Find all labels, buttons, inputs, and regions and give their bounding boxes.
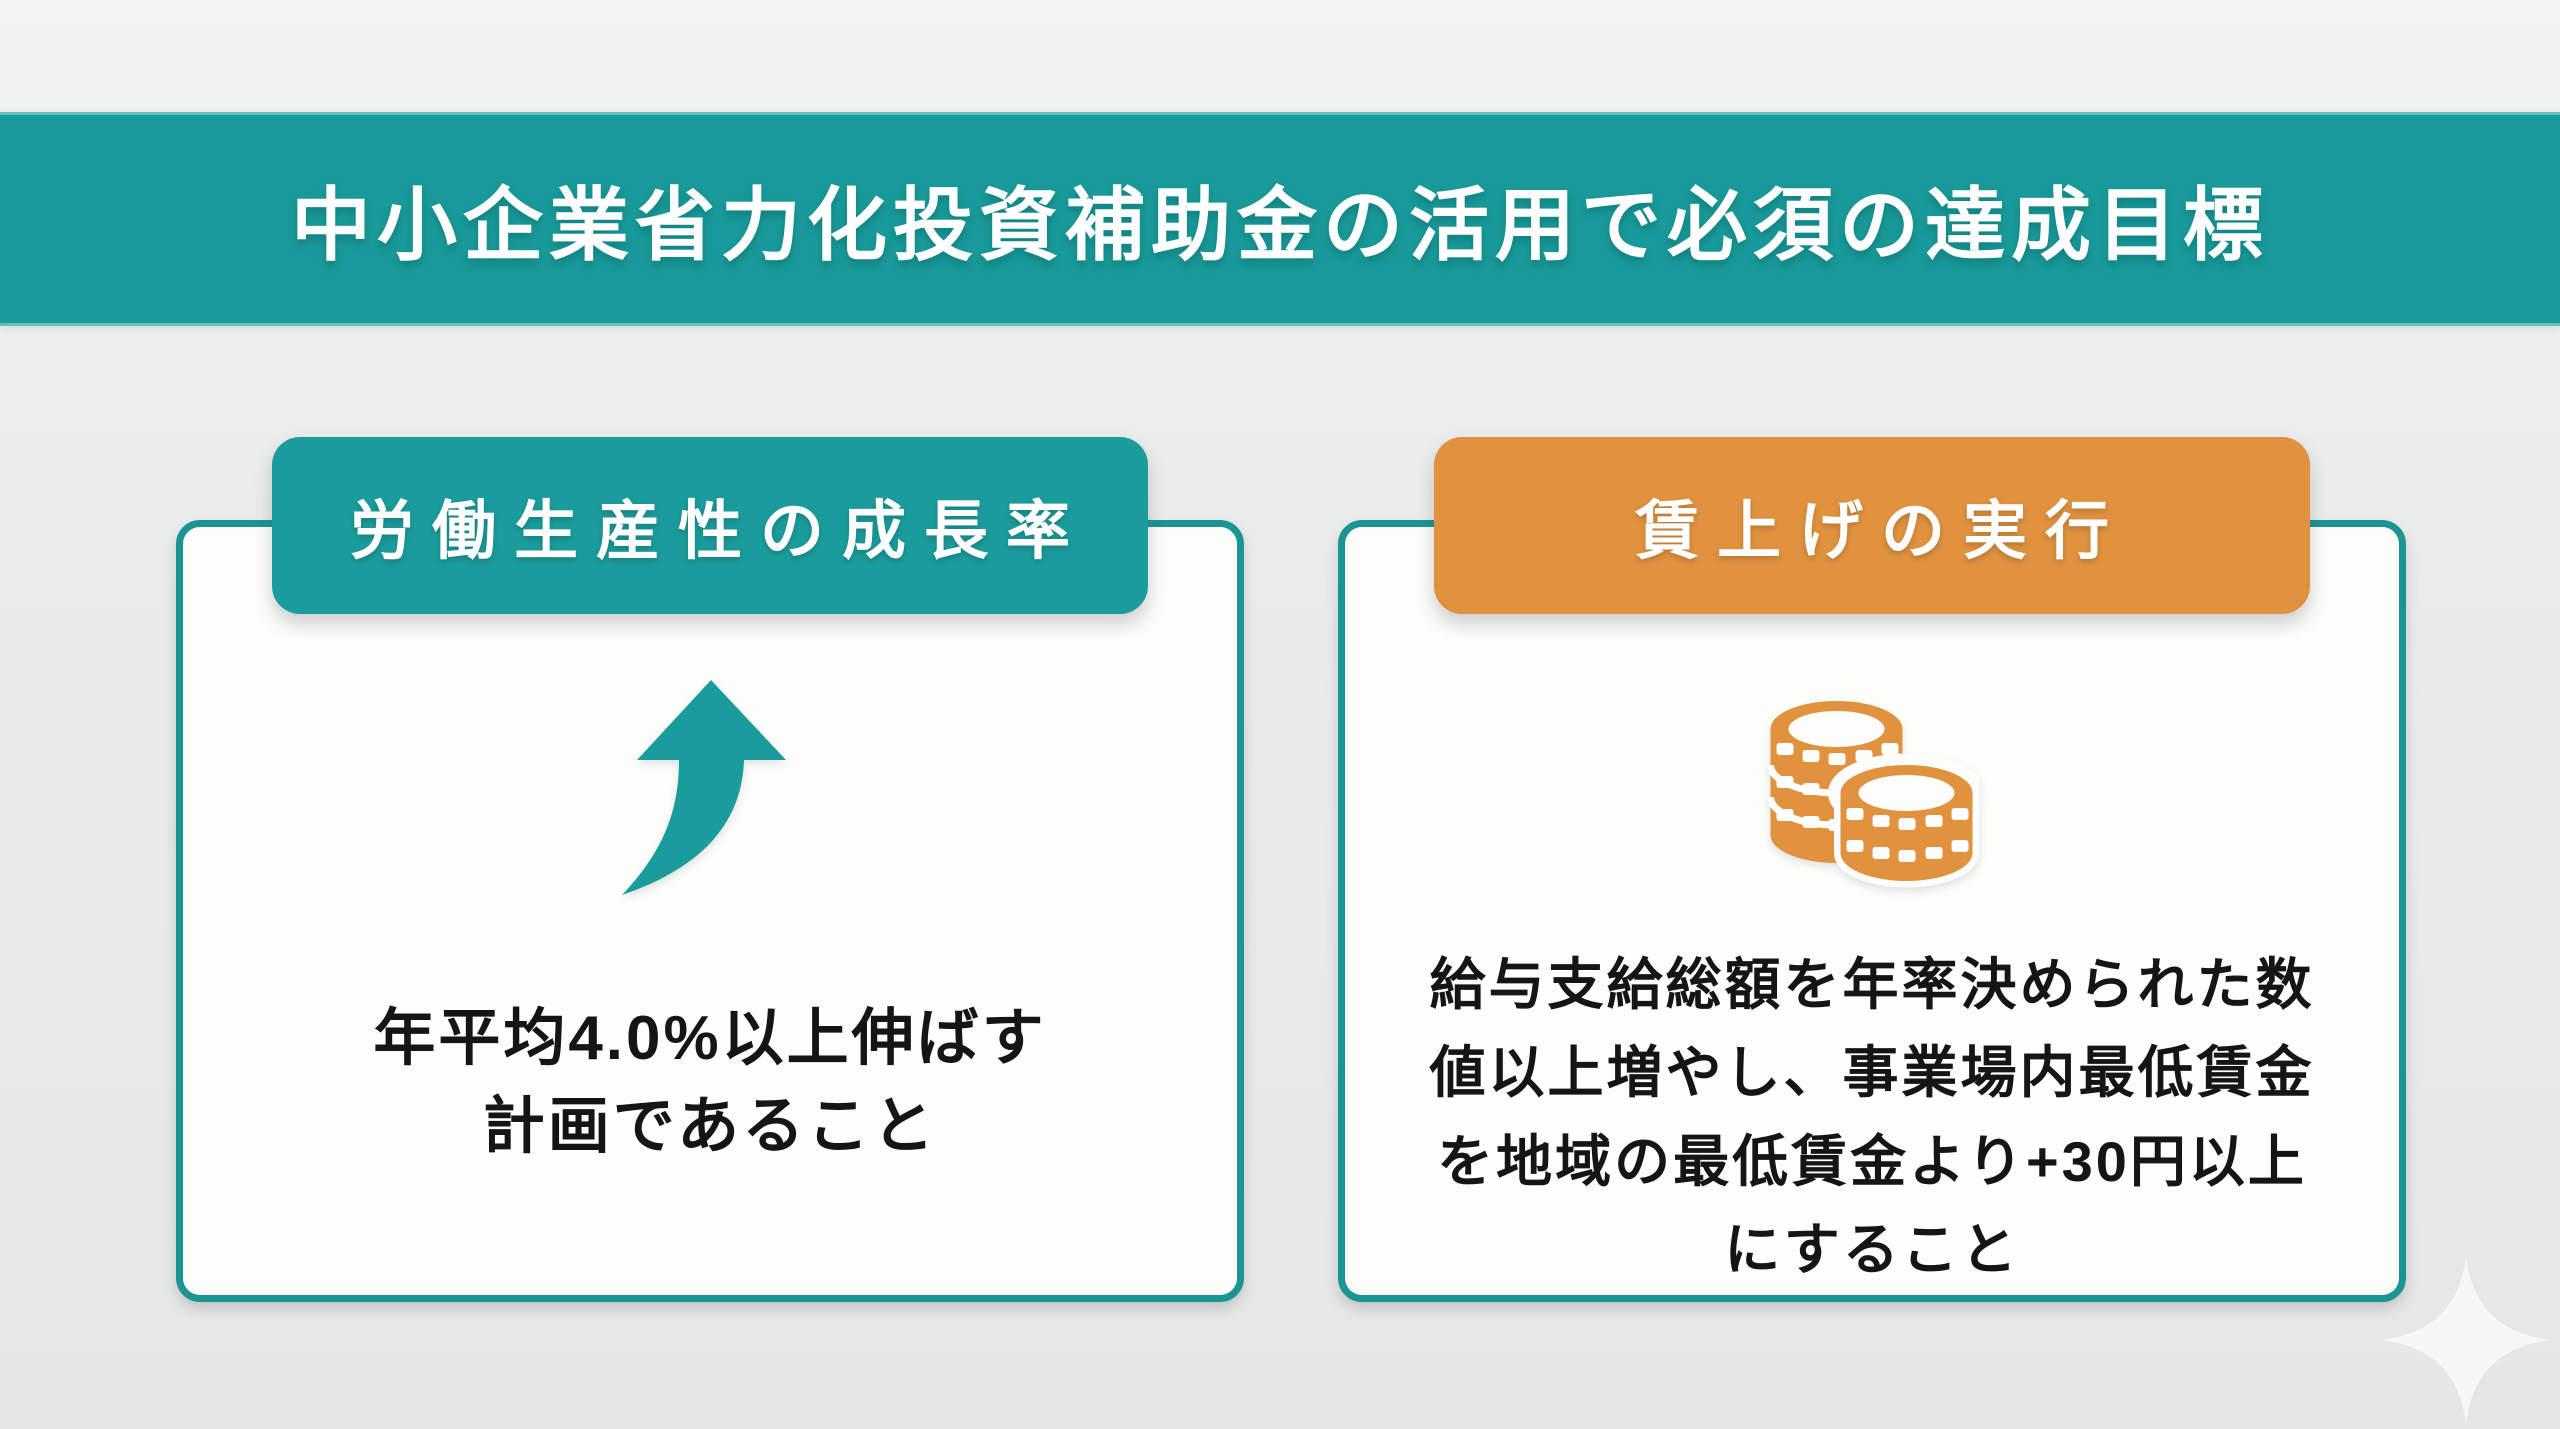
body-line: 年平均4.0%以上伸ばす [373,1004,1047,1073]
sparkle-icon [2382,1256,2550,1424]
card-wage-increase: 賃上げの実行 [1338,437,2406,1302]
body-line: 給与支給総額を年率決められた数 [1429,953,2315,1016]
body-line: を地域の最低賃金より+30円以上 [1437,1129,2307,1193]
card-wage-increase-header: 賃上げの実行 [1434,437,2310,614]
coin-stack-front [1828,753,1980,888]
growth-arrow-icon [610,677,810,902]
card-labor-productivity-header: 労働生産性の成長率 [272,437,1148,614]
body-line: にすること [1724,1218,2020,1282]
body-line: 値以上増やし、事業場内最低賃金 [1429,1041,2315,1105]
card-labor-productivity-header-label: 労働生産性の成長率 [350,494,1088,567]
coin-stack-icon [1765,693,1980,889]
title-banner: 中小企業省力化投資補助金の活用で必須の達成目標 [0,112,2560,326]
body-line: 計画であること [482,1092,938,1162]
card-labor-productivity-body: 年平均4.0%以上伸ばす 計画であること [207,995,1213,1171]
card-wage-increase-header-label: 賃上げの実行 [1635,494,2127,567]
card-labor-productivity: 労働生産性の成長率 年平均4.0%以上伸ばす 計画であること [176,437,1244,1302]
card-wage-increase-body: 給与支給総額を年率決められた数 値以上増やし、事業場内最低賃金 を地域の最低賃金… [1369,941,2375,1295]
page-title: 中小企業省力化投資補助金の活用で必須の達成目標 [291,181,2269,270]
